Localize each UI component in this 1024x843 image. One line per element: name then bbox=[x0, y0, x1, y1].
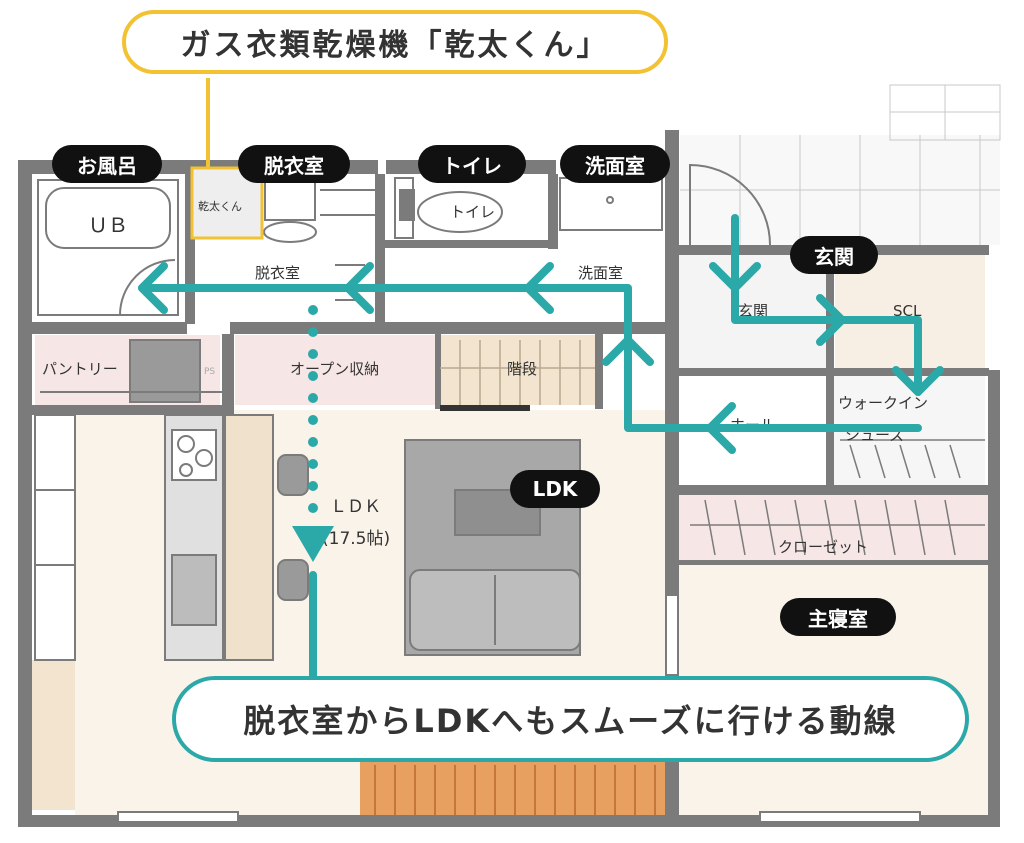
route-callout: 脱衣室からLDKへもスムーズに行ける動線 bbox=[172, 676, 969, 762]
label-entrance: 玄関 bbox=[738, 302, 768, 320]
arrow-stairs-up bbox=[602, 336, 654, 366]
label-washroom: 洗面室 bbox=[578, 264, 623, 282]
label-dressing: 脱衣室 bbox=[255, 264, 300, 282]
stairs-floor bbox=[435, 335, 595, 405]
route-entrance-to-walkin bbox=[731, 214, 922, 396]
arrow-dressing-left bbox=[344, 262, 374, 314]
toilet-fixture bbox=[394, 177, 503, 239]
dryer-callout: ガス衣類乾燥機「乾太くん」 bbox=[122, 10, 668, 74]
stair-landing-bar bbox=[440, 405, 530, 411]
pill-master-bedroom: 主寝室 bbox=[780, 598, 896, 636]
label-scl: SCL bbox=[893, 302, 922, 320]
route-dotted-to-ldk bbox=[308, 305, 318, 513]
label-dryer-box: 乾太くん bbox=[198, 200, 242, 213]
arrow-hall-left bbox=[706, 402, 736, 454]
label-ps: PS bbox=[204, 367, 215, 377]
scl-floor bbox=[835, 255, 985, 370]
kitchen-counter-floor bbox=[30, 660, 75, 810]
deck-floor bbox=[360, 760, 665, 818]
arrow-washroom-left bbox=[524, 262, 554, 314]
closet-hatch bbox=[690, 499, 985, 556]
label-walk-in: ウォークイン bbox=[838, 394, 928, 412]
label-pantry: パントリー bbox=[42, 360, 118, 378]
pill-washroom: 洗面室 bbox=[560, 145, 670, 183]
deck-lines bbox=[374, 765, 656, 818]
closet-floor bbox=[678, 495, 988, 565]
route-walkin-to-hall bbox=[138, 284, 922, 432]
arrow-walkin-down bbox=[892, 366, 944, 396]
pill-dressing: 脱衣室 bbox=[238, 145, 350, 183]
arrow-entrance-down bbox=[709, 262, 761, 292]
label-open-storage: オープン収納 bbox=[290, 360, 379, 378]
pill-ldk: LDK bbox=[510, 470, 600, 508]
pill-bath: お風呂 bbox=[52, 145, 162, 183]
label-ub: ＵＢ bbox=[88, 213, 128, 237]
bathtub bbox=[37, 179, 179, 316]
shoes-hatch bbox=[840, 439, 985, 479]
label-toilet: トイレ bbox=[450, 203, 495, 221]
pill-entrance: 玄関 bbox=[790, 236, 878, 274]
stairs bbox=[440, 340, 595, 405]
label-ldk-size: (17.5帖) bbox=[322, 529, 390, 549]
porch-tiles bbox=[680, 84, 1001, 245]
arrow-walkin-right bbox=[816, 294, 846, 346]
label-ldk: ＬＤＫ bbox=[330, 497, 381, 517]
pill-toilet: トイレ bbox=[418, 145, 526, 183]
label-stairs: 階段 bbox=[507, 360, 537, 378]
kitchen bbox=[34, 414, 274, 661]
pantry-fixture bbox=[40, 339, 225, 403]
dressing-fixtures bbox=[263, 179, 375, 301]
label-closet: クローゼット bbox=[778, 538, 868, 556]
windows bbox=[117, 594, 921, 823]
route-arrowhead-ldk bbox=[292, 526, 334, 562]
dining-chairs bbox=[277, 454, 309, 601]
washbasin bbox=[559, 177, 663, 231]
arrow-bath-left bbox=[138, 262, 168, 314]
circulation-route bbox=[138, 214, 944, 694]
entrance-door-swing bbox=[689, 163, 771, 246]
storage-floor bbox=[235, 335, 435, 405]
